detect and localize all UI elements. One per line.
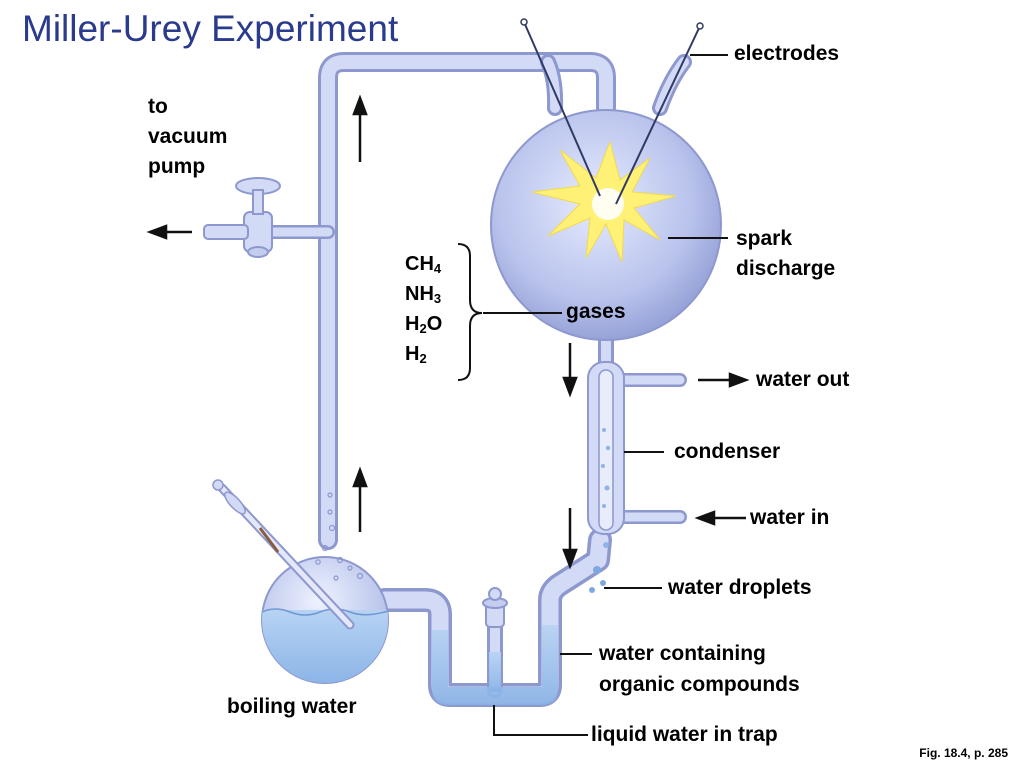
label-liquid-trap: liquid water in trap <box>591 723 778 746</box>
condenser-icon <box>587 361 687 548</box>
gas-formula-h2o: H2O <box>405 313 443 336</box>
electrode-wires <box>523 21 701 205</box>
label-organic-line2: organic compounds <box>599 673 800 696</box>
label-condenser: condenser <box>674 440 781 463</box>
label-spark-line2: discharge <box>736 257 836 280</box>
label-spark-line1: spark <box>736 227 793 250</box>
label-water-droplets: water droplets <box>668 576 812 599</box>
label-gases: gases <box>566 300 626 323</box>
label-boiling-water: boiling water <box>227 695 357 718</box>
gas-formula-nh3: NH3 <box>405 283 442 306</box>
figure-reference: Fig. 18.4, p. 285 <box>919 746 1008 760</box>
trap-water <box>432 625 558 705</box>
page-title: Miller-Urey Experiment <box>22 8 399 49</box>
label-water-out: water out <box>756 368 850 391</box>
label-vacuum-line3: pump <box>148 155 206 178</box>
gas-formula-h2: H2 <box>405 343 427 366</box>
heater-rod-icon <box>212 479 355 630</box>
label-vacuum-line2: vacuum <box>148 125 228 148</box>
trap-stopcock-icon <box>482 587 508 628</box>
label-organic-line1: water containing <box>599 642 766 665</box>
gas-formula-ch4: CH4 <box>405 253 442 276</box>
flow-arrows <box>146 94 750 570</box>
vacuum-stopcock-icon <box>203 177 281 258</box>
label-vacuum-line1: to <box>148 95 168 118</box>
label-water-in: water in <box>750 506 830 529</box>
label-electrodes: electrodes <box>734 42 840 65</box>
leader-lines <box>457 54 728 736</box>
